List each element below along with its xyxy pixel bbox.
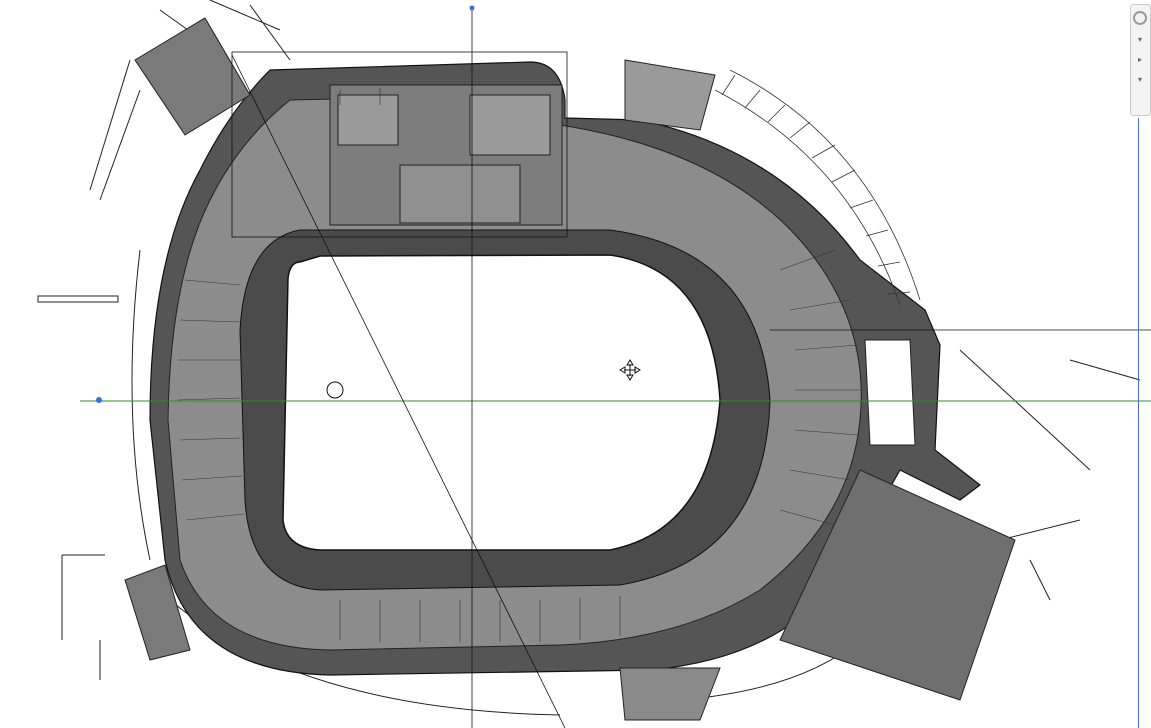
- building-blocks: [124, 17, 1016, 721]
- grid-origin-icon[interactable]: [469, 5, 475, 11]
- zoom-icon[interactable]: ▸: [1137, 55, 1142, 64]
- east-terrace: [714, 69, 921, 306]
- navigation-bar[interactable]: ▾ ▸ ▾: [1130, 4, 1151, 116]
- steering-wheel-icon[interactable]: [1133, 11, 1147, 25]
- scope-box: [231, 51, 568, 238]
- seating-rows: [177, 88, 860, 642]
- playing-field[interactable]: [282, 254, 721, 551]
- view-boundary: [1138, 118, 1139, 728]
- move-cursor-icon: [619, 359, 641, 381]
- section-marker-left-icon[interactable]: [96, 397, 102, 403]
- level-marker-icon: [326, 381, 344, 399]
- section-line: [231, 54, 566, 728]
- pan-icon[interactable]: ▾: [1137, 35, 1142, 44]
- orbit-icon[interactable]: ▾: [1137, 75, 1142, 84]
